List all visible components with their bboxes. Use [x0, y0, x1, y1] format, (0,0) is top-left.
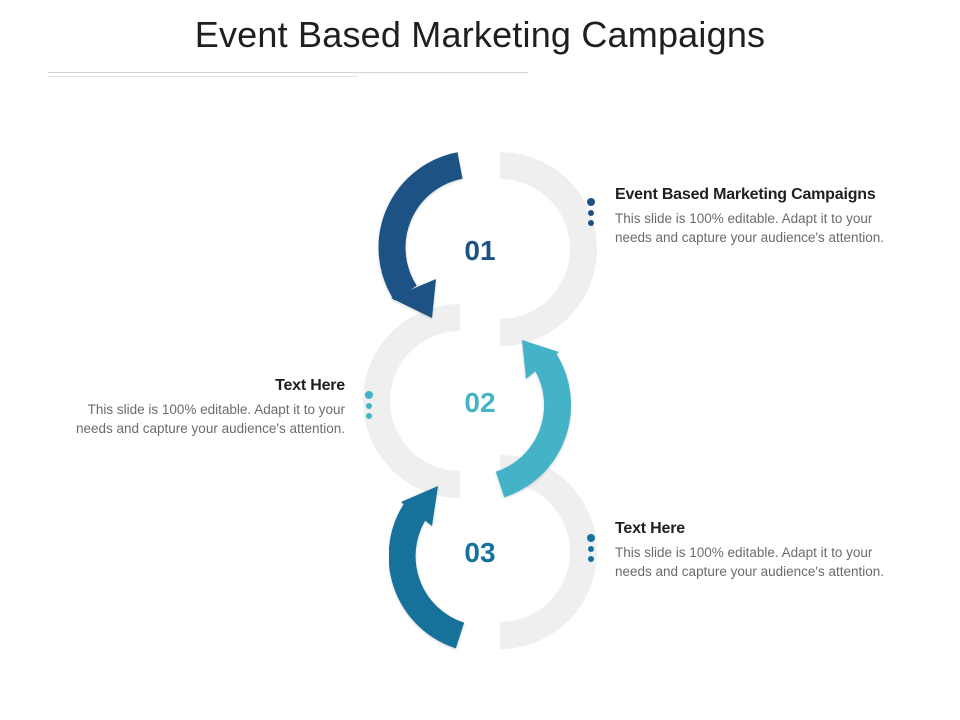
step-3-body-line-1: This slide is 100% editable. Adapt it to…	[615, 545, 873, 560]
step-2-arrow-arc	[495, 350, 572, 498]
step-1-body-line-2: needs and capture your audience's attent…	[615, 230, 885, 245]
step-2-dots-icon	[365, 391, 373, 423]
step-3-dots-icon	[587, 534, 595, 566]
step-1-arrowhead	[391, 279, 436, 318]
step-2-number: 02	[464, 387, 495, 418]
step-1-body: This slide is 100% editable. Adapt it to…	[615, 209, 935, 247]
step-1-number: 01	[464, 235, 495, 266]
step-2-heading: Text Here	[275, 377, 345, 394]
step-3-arrow	[388, 486, 465, 649]
step-1-arrow-arc	[378, 152, 463, 301]
slide-title: Event Based Marketing Campaigns	[194, 14, 766, 55]
step-1-arrow	[378, 152, 463, 318]
step-2-body-line-1: This slide is 100% editable. Adapt it to…	[87, 402, 345, 417]
title-underline	[48, 72, 528, 73]
step-3-body: This slide is 100% editable. Adapt it to…	[615, 543, 935, 581]
title-underline-secondary	[48, 76, 358, 77]
step-3-heading: Text Here	[615, 520, 685, 537]
step-3-number: 03	[464, 537, 495, 568]
step-3-text: Text Here This slide is 100% editable. A…	[615, 520, 935, 581]
step-1-heading: Event Based Marketing Campaigns	[615, 186, 876, 203]
step-3-arrow-arc	[388, 499, 465, 649]
step-3-body-line-2: needs and capture your audience's attent…	[615, 564, 885, 579]
step-2-arrow	[495, 340, 572, 498]
step-2-body: This slide is 100% editable. Adapt it to…	[25, 400, 345, 438]
step-1-body-line-1: This slide is 100% editable. Adapt it to…	[615, 211, 873, 226]
step-2-body-line-2: needs and capture your audience's attent…	[75, 421, 345, 436]
step-1-text: Event Based Marketing Campaigns This sli…	[615, 186, 935, 247]
step-1-dots-icon	[587, 198, 595, 230]
gap-lines	[460, 150, 500, 655]
ring-2-grey-arc	[363, 304, 461, 498]
step-3-arrowhead	[401, 486, 438, 526]
ring-1-grey-arc	[499, 152, 597, 346]
step-2-arrowhead	[522, 340, 559, 379]
step-2-text: Text Here This slide is 100% editable. A…	[25, 377, 345, 438]
